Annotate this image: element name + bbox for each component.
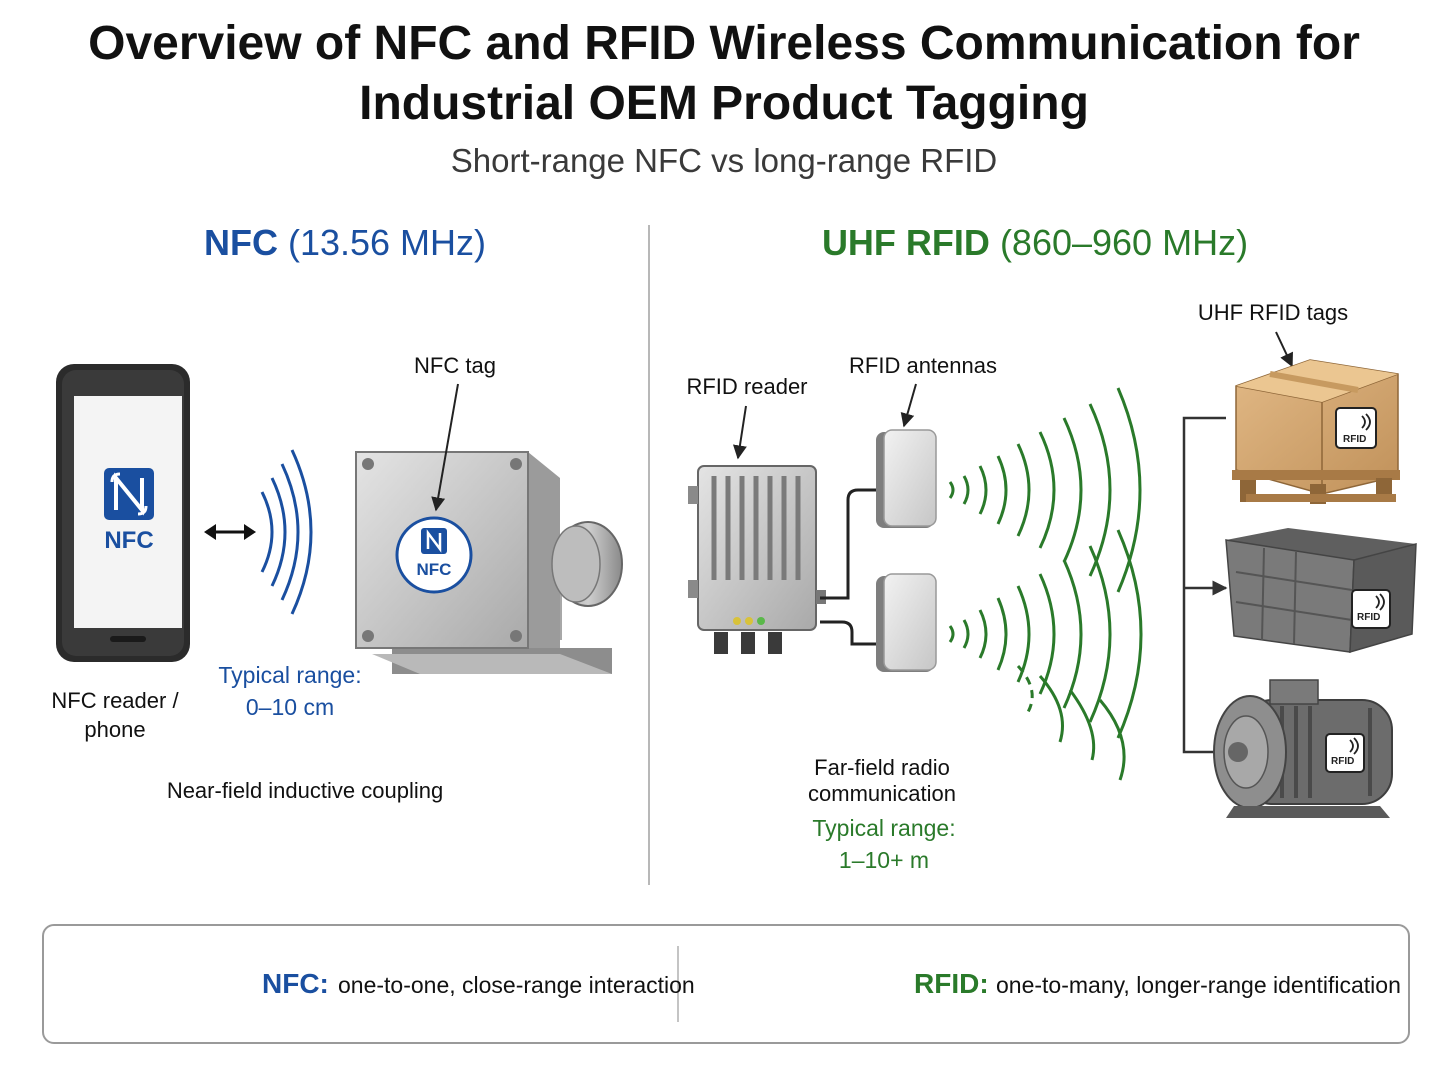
nfc-coupling-label: Near-field inductive coupling — [166, 778, 444, 803]
comparison-panel — [42, 924, 1410, 1044]
page-subtitle: Short-range NFC vs long-range RFID — [450, 142, 998, 179]
tags-bracket — [1182, 416, 1228, 754]
antenna-cable-2 — [820, 620, 878, 646]
nfc-reader-label-line2: phone — [84, 717, 146, 742]
nfc-tag-pointer — [431, 383, 459, 512]
rfid-antennas-label: RFID antennas — [849, 353, 997, 378]
nfc-phone — [56, 364, 190, 662]
rfid-antenna-1 — [876, 429, 937, 528]
rfid-reader — [688, 465, 826, 654]
rfid-section-heading: UHF RFID (860–960 MHz) — [780, 222, 1290, 264]
plastic-crate — [1225, 528, 1417, 654]
electric-motor — [1213, 679, 1393, 818]
rfid-range-value: 1–10+ m — [838, 847, 930, 873]
nfc-tag-label: NFC tag — [414, 353, 496, 378]
rfid-heading-name: UHF RFID — [821, 222, 990, 263]
title-line-2: Industrial OEM Product Tagging — [359, 77, 1089, 130]
double-arrow-icon — [204, 524, 256, 540]
rfid-wave-icon — [948, 387, 1143, 781]
comparison-rfid-desc: one-to-many, longer-range identification — [996, 972, 1401, 998]
rfid-heading-frequency: (860–960 MHz) — [999, 222, 1249, 263]
rfid-comm-label: Far-field radio communication — [808, 755, 956, 806]
comparison-nfc-key: NFC: — [262, 968, 329, 999]
rfid-tags-pointer — [1275, 331, 1293, 368]
nfc-reader-label-line1: NFC reader / — [51, 688, 179, 713]
nfc-section-heading: NFC (13.56 MHz) — [150, 222, 540, 264]
rfid-antenna-pointer — [900, 383, 917, 428]
comparison-rfid-key: RFID: — [914, 968, 989, 999]
nfc-heading-name: NFC — [203, 222, 278, 263]
title-line-1: Overview of NFC and RFID Wireless Commun… — [88, 17, 1360, 70]
rfid-reader-pointer — [732, 405, 747, 460]
page-title: Overview of NFC and RFID Wireless Commun… — [0, 14, 1448, 134]
rfid-tag-icon: RFID RFID RFID — [1325, 407, 1391, 773]
nfc-tag-logo-icon — [421, 528, 447, 554]
nfc-reader-label: NFC reader / phone — [40, 686, 190, 744]
comparison-nfc-desc: one-to-one, close-range interaction — [338, 972, 695, 998]
phone-nfc-text: NFC — [104, 527, 154, 554]
rfid-tags-label: UHF RFID tags — [1197, 300, 1349, 325]
nfc-enclosure — [355, 451, 623, 674]
svg-text:RFID: RFID — [1357, 612, 1380, 623]
antenna-cable-1 — [820, 488, 878, 600]
nfc-logo-icon — [104, 468, 154, 520]
comparison-divider — [677, 946, 679, 1022]
section-divider — [648, 225, 650, 885]
svg-text:RFID: RFID — [1331, 756, 1354, 767]
nfc-wave-icon — [260, 449, 313, 615]
svg-text:RFID: RFID — [1343, 434, 1366, 445]
rfid-range-label: Typical range: — [812, 815, 956, 841]
cardboard-box — [1232, 359, 1400, 504]
tag-nfc-text: NFC — [416, 560, 452, 579]
nfc-range-value: 0–10 cm — [245, 694, 335, 720]
nfc-range-label: Typical range: — [218, 662, 362, 688]
nfc-heading-frequency: (13.56 MHz) — [287, 222, 487, 263]
rfid-reader-label: RFID reader — [686, 374, 808, 399]
rfid-antenna-2 — [876, 573, 937, 672]
